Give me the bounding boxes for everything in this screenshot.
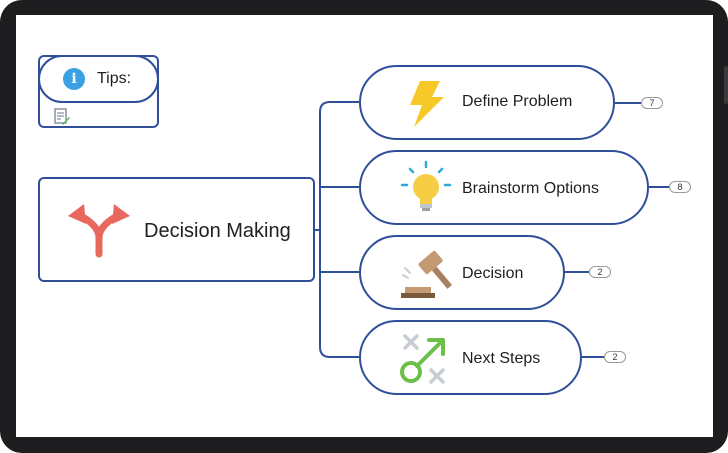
topic-define-problem[interactable]: Define Problem: [359, 65, 615, 140]
subtopic-count-badge[interactable]: 2: [604, 351, 626, 363]
central-topic[interactable]: Decision Making: [38, 177, 315, 282]
tips-label: Tips:: [97, 70, 132, 87]
gavel-icon: [401, 250, 453, 298]
topic-decision[interactable]: Decision: [359, 235, 565, 310]
topic-label: Decision: [462, 265, 524, 282]
topic-label: Brainstorm Options: [462, 180, 599, 197]
topic-label: Define Problem: [462, 93, 573, 110]
subtopic-count-badge[interactable]: 7: [641, 97, 663, 109]
topic-next-steps[interactable]: Next Steps: [359, 320, 582, 395]
note-edit-icon[interactable]: [53, 108, 71, 126]
strategy-icon: [400, 334, 445, 384]
lightbulb-icon: [400, 160, 452, 211]
topic-brainstorm-options[interactable]: Brainstorm Options: [359, 150, 649, 225]
side-button: [724, 66, 728, 104]
subtopic-count-badge[interactable]: 8: [669, 181, 691, 193]
lightning-icon: [410, 81, 444, 127]
split-arrow-icon: [68, 204, 130, 258]
tips-topic[interactable]: [38, 55, 159, 103]
central-topic-label: Decision Making: [144, 220, 291, 242]
branch-connectors: [315, 101, 669, 358]
info-icon: i: [63, 68, 85, 90]
topic-label: Next Steps: [462, 350, 541, 367]
mindmap-canvas[interactable]: i Tips: Decision Making: [16, 15, 713, 437]
subtopic-count-badge[interactable]: 2: [589, 266, 611, 278]
